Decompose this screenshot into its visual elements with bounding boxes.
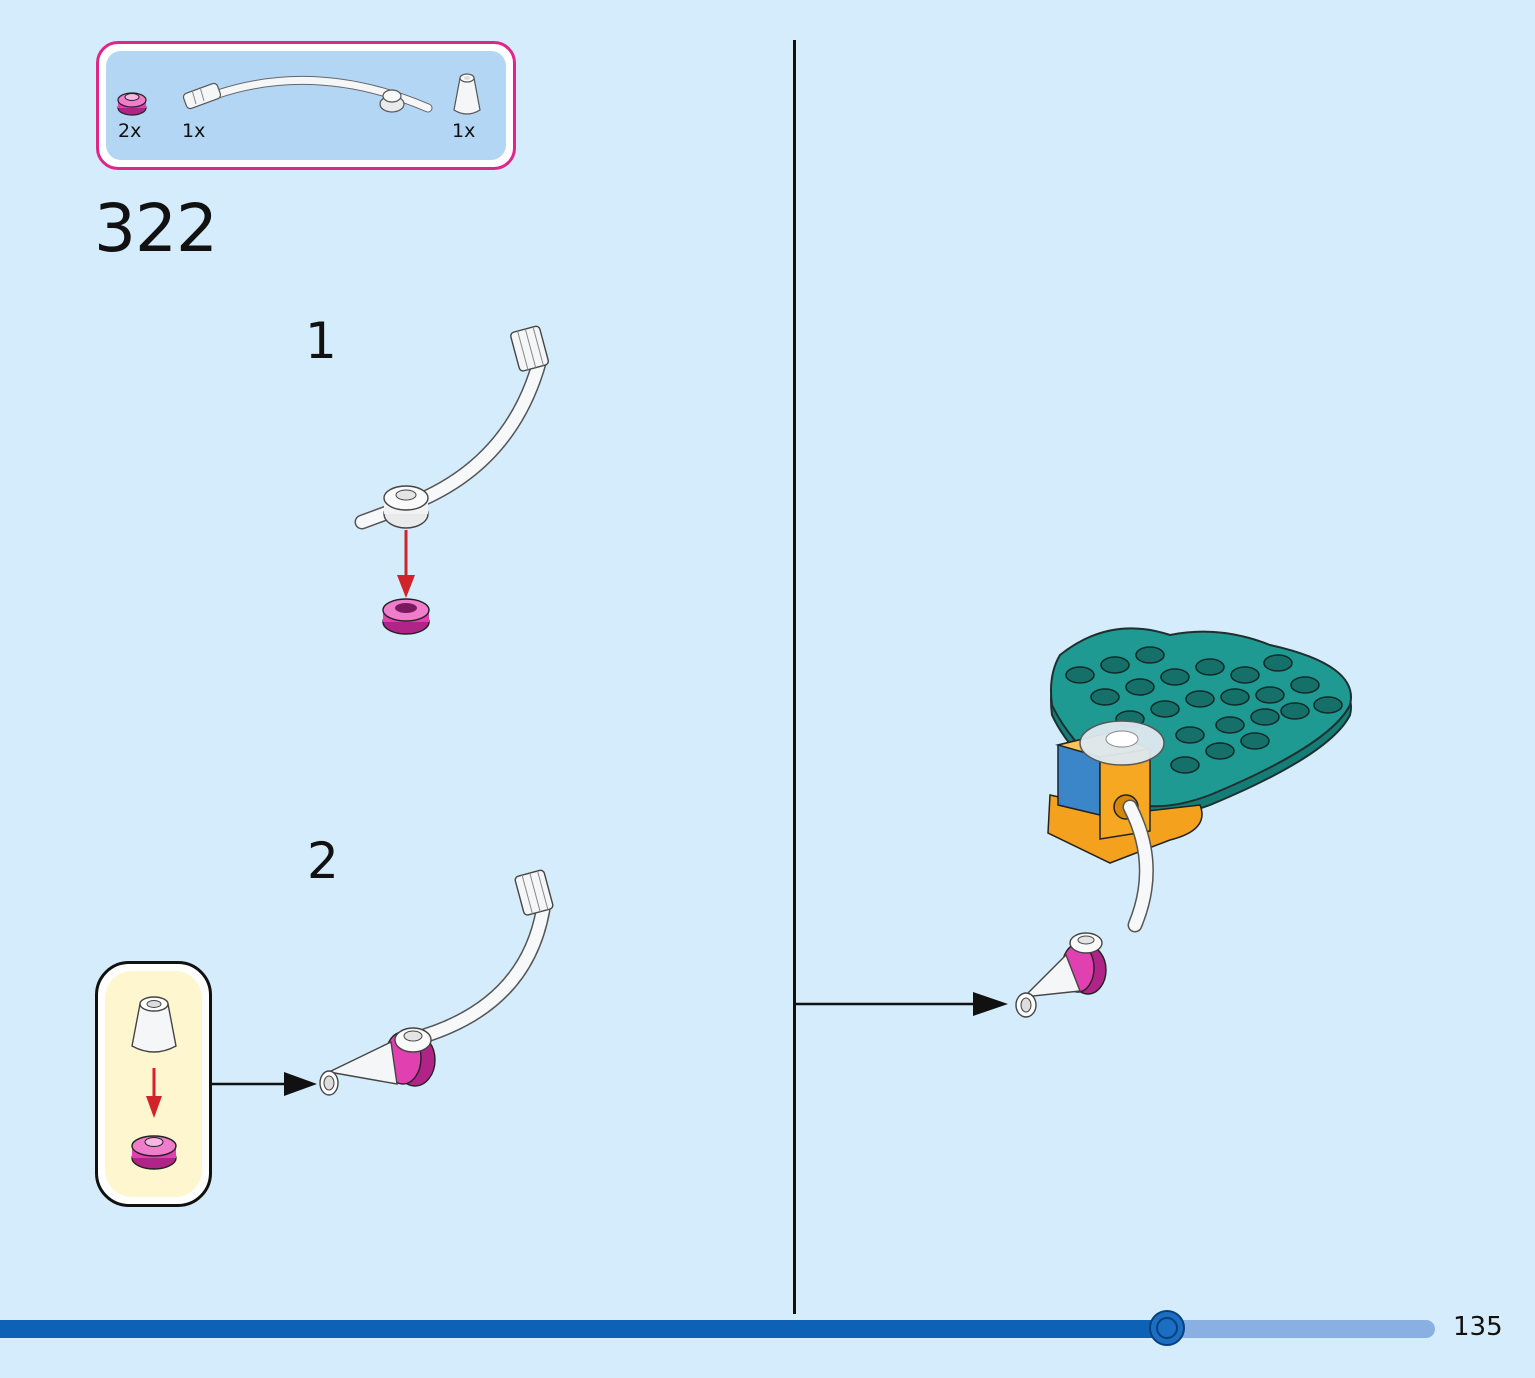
callout-arrow: [212, 1072, 317, 1096]
magenta-plate-part-icon: [117, 92, 147, 116]
part-quantity: 1x: [182, 120, 206, 142]
substep-1-illustration: [354, 325, 550, 635]
substep-number: 2: [307, 832, 339, 890]
tube-connector-end: [510, 325, 550, 372]
substep-2-illustration: [319, 869, 554, 1096]
part-quantity: 1x: [452, 120, 476, 142]
progress-knob: [1149, 1310, 1185, 1346]
tube-connector-end: [514, 869, 554, 916]
page-number: 135: [1453, 1312, 1503, 1342]
assembly-illustration: [1015, 627, 1352, 1018]
page-divider: [793, 40, 796, 1314]
part-quantity: 2x: [118, 120, 142, 142]
step-number: 322: [94, 190, 218, 267]
assembly-arrow: [795, 992, 1008, 1016]
parts-list-background: [106, 51, 506, 160]
parts-list-box: [96, 41, 516, 170]
flexible-tube-part-icon: [182, 75, 433, 113]
substep-number: 1: [305, 312, 337, 370]
progress-fill: [0, 1320, 1167, 1338]
callout-illustration: [131, 996, 177, 1170]
white-cone-part-icon: [453, 73, 481, 115]
